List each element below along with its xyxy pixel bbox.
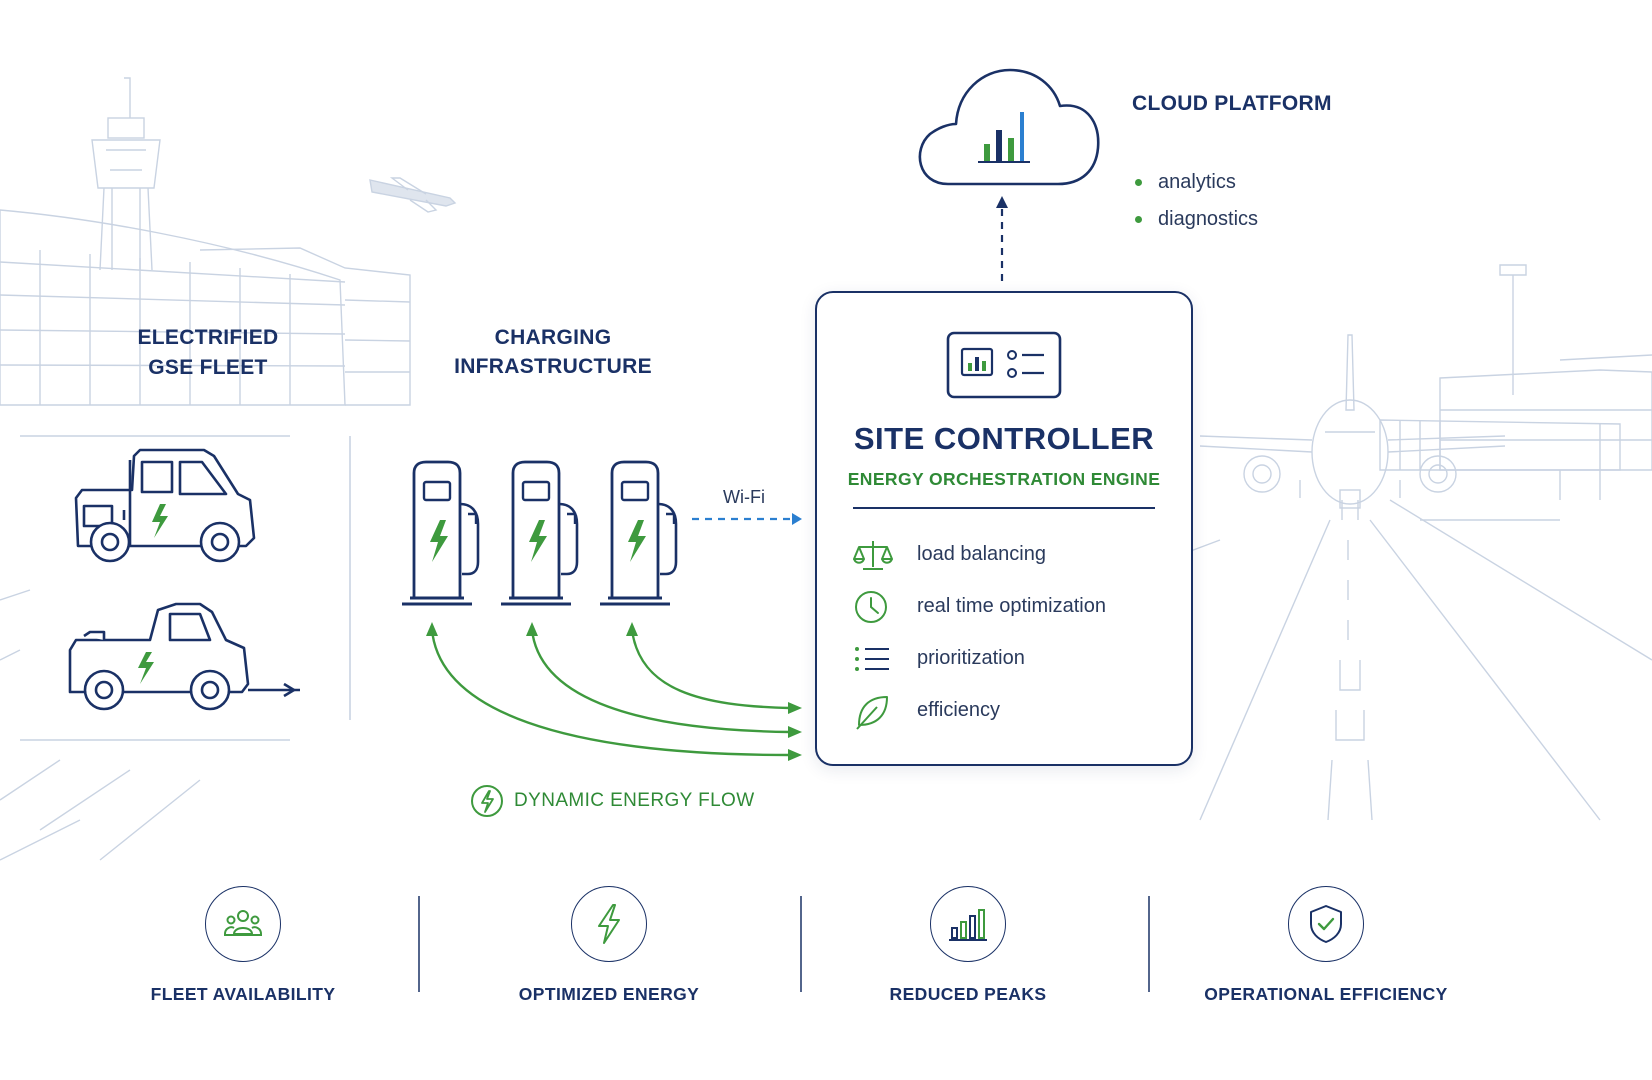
benefit-divider [800, 896, 802, 992]
benefit-divider [418, 896, 420, 992]
feature-label: load balancing [917, 543, 1046, 565]
benefit-label: OPERATIONAL EFFICIENCY [1204, 984, 1448, 1004]
fleet-title: ELECTRIFIED GSE FLEET [108, 323, 308, 383]
fleet-title-line2: GSE FLEET [148, 356, 268, 379]
feature-efficiency: efficiency [853, 691, 1173, 731]
benefit-label: REDUCED PEAKS [889, 984, 1047, 1004]
benefit-icon-circle [1288, 886, 1364, 962]
benefit-label: OPTIMIZED ENERGY [518, 984, 700, 1004]
bolt-circle-icon [471, 785, 503, 817]
benefit-icon-circle [930, 886, 1006, 962]
benefit-icon-circle [571, 886, 647, 962]
benefit-label: FLEET AVAILABILITY [150, 984, 336, 1004]
site-controller-panel: SITE CONTROLLER ENERGY ORCHESTRATION ENG… [815, 291, 1193, 766]
cloud-feature-item: analytics [1132, 164, 1258, 201]
controller-device-icon [946, 331, 1062, 399]
feature-prioritization: prioritization [853, 639, 1173, 679]
scale-icon [853, 541, 893, 570]
feature-load-balancing: load balancing [853, 535, 1173, 575]
cloud-feature-list: analytics diagnostics [1132, 164, 1258, 238]
controller-divider [853, 507, 1155, 509]
benefit-divider [1148, 896, 1150, 992]
site-controller-subtitle: ENERGY ORCHESTRATION ENGINE [847, 469, 1161, 489]
list-icon [855, 647, 889, 671]
fleet-title-line1: ELECTRIFIED [137, 326, 279, 349]
cloud-feature-label: diagnostics [1158, 208, 1259, 230]
site-controller-title: SITE CONTROLLER [853, 421, 1155, 456]
people-icon [224, 910, 262, 936]
bullet-icon [1135, 179, 1142, 186]
feature-label: prioritization [917, 647, 1025, 669]
dynamic-energy-flow-label: DYNAMIC ENERGY FLOW [514, 790, 755, 811]
wifi-label: Wi-Fi [723, 487, 765, 507]
cloud-feature-label: analytics [1158, 171, 1236, 193]
cloud-platform-title: CLOUD PLATFORM [1132, 92, 1332, 115]
cloud-feature-item: diagnostics [1132, 201, 1258, 238]
leaf-icon [856, 696, 888, 730]
feature-real-time-optimization: real time optimization [853, 587, 1173, 627]
feature-label: efficiency [917, 699, 1001, 721]
feature-label: real time optimization [917, 595, 1106, 617]
benefit-operational-efficiency: OPERATIONAL EFFICIENCY [1176, 886, 1476, 1005]
charging-title-line1: CHARGING [494, 326, 612, 349]
benefit-optimized-energy: OPTIMIZED ENERGY [459, 886, 759, 1005]
charging-title: CHARGING INFRASTRUCTURE [443, 323, 663, 381]
clock-icon [855, 591, 887, 623]
shield-check-icon [1310, 905, 1342, 943]
benefit-fleet-availability: FLEET AVAILABILITY [93, 886, 393, 1005]
charging-title-line2: INFRASTRUCTURE [454, 355, 652, 378]
bullet-icon [1135, 216, 1142, 223]
benefit-icon-circle [205, 886, 281, 962]
bar-chart-icon [949, 909, 987, 941]
benefit-reduced-peaks: REDUCED PEAKS [818, 886, 1118, 1005]
bolt-icon [598, 904, 620, 944]
